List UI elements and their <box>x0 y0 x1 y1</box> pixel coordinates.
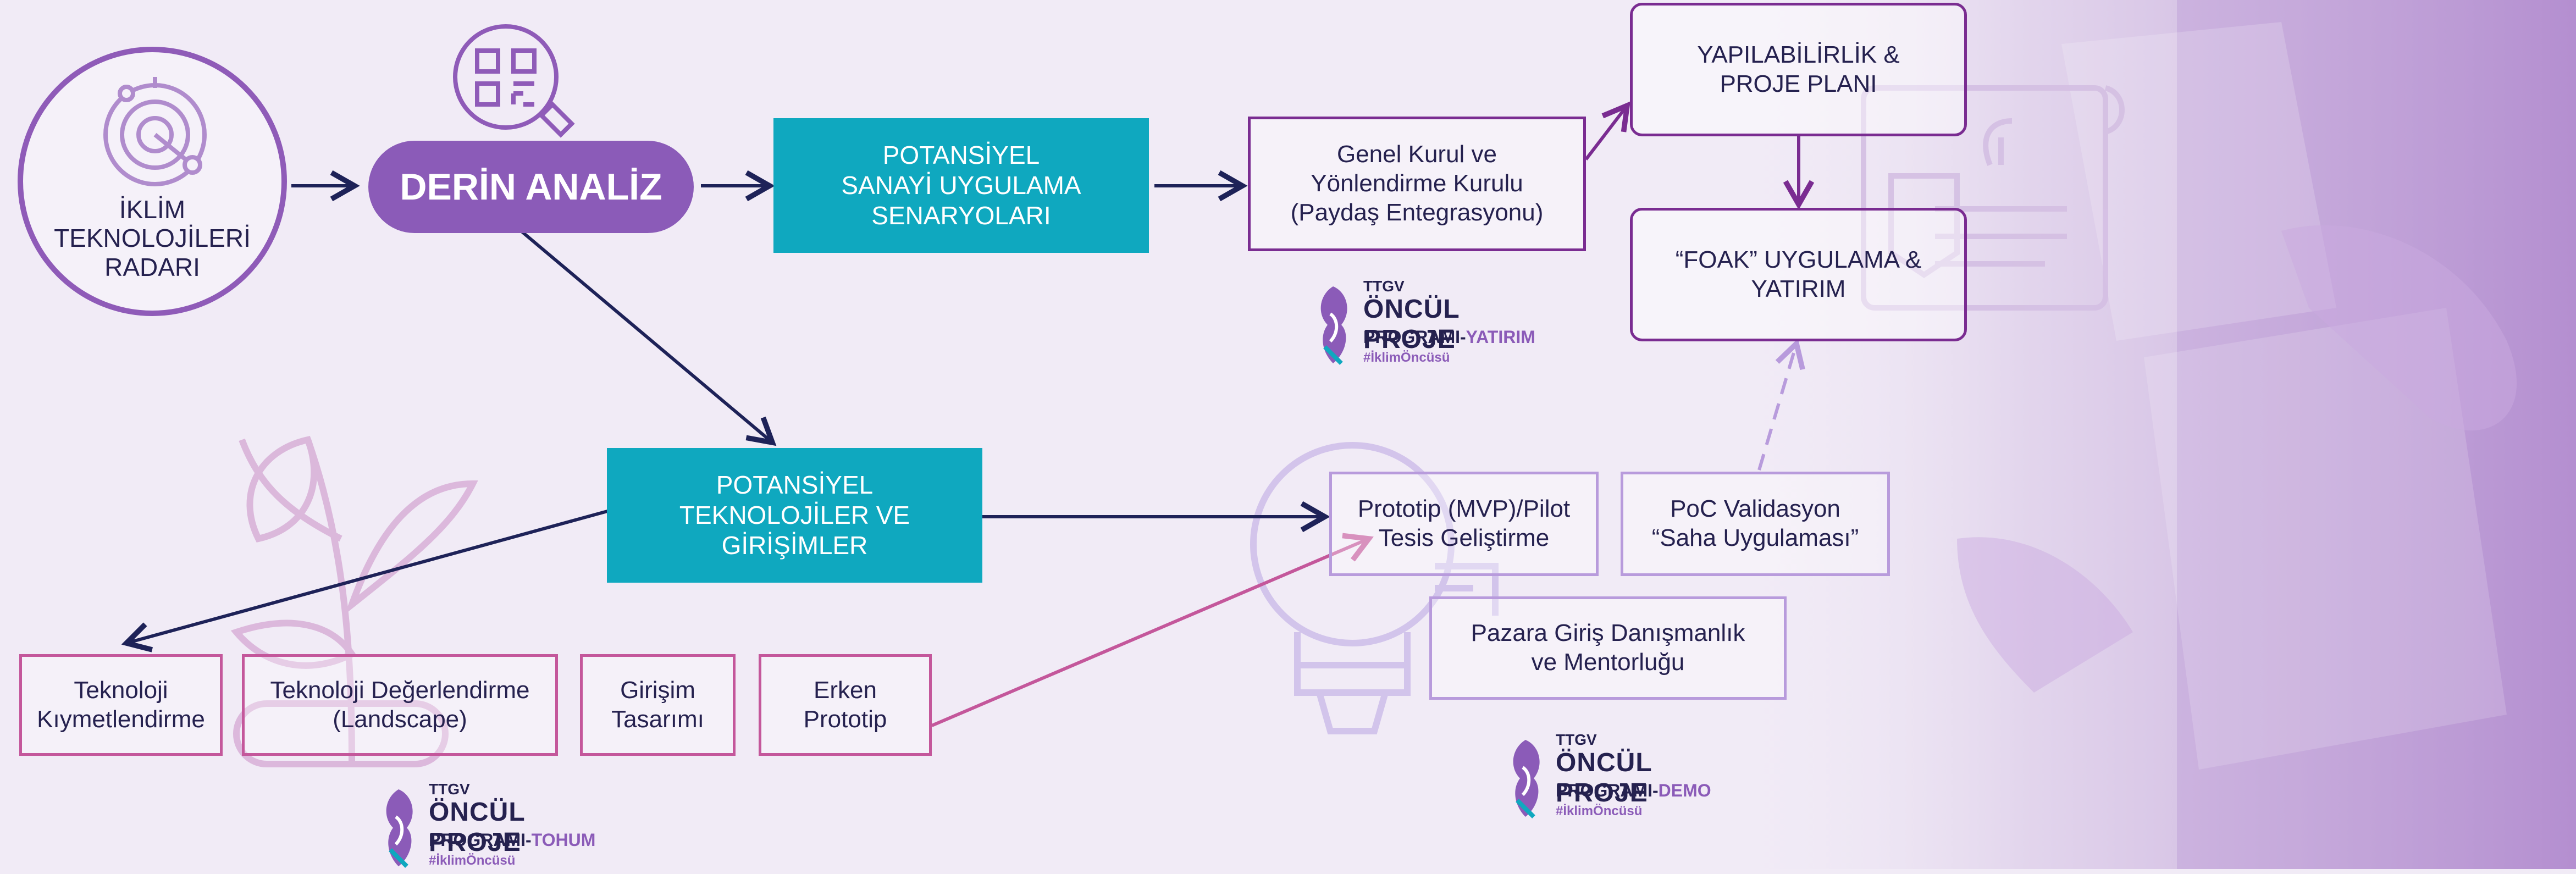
teknolojiler-girisimler-node: POTANSİYEL TEKNOLOJİLER VE GİRİŞİMLER <box>607 448 982 583</box>
genel-kurul-node: Genel Kurul ve Yönlendirme Kurulu (Payda… <box>1248 117 1586 251</box>
arrow-poc-to-foak <box>1757 338 1805 471</box>
logo-mark-icon <box>386 789 413 868</box>
logo-title: ÖNCÜL PROJE <box>429 798 525 857</box>
logo-mark-icon <box>1513 740 1540 818</box>
logo-demo: TTGV ÖNCÜL PROJE PROGRAMI-DEMO #İklimÖnc… <box>1501 731 1743 825</box>
certificate-icon <box>1861 85 2125 311</box>
qr-search-icon <box>453 24 575 138</box>
logo-hashtag: #İklimÖncüsü <box>1363 350 1450 365</box>
logo-program: PROGRAMI-YATIRIM <box>1363 327 1535 347</box>
logo-ttgv: TTGV <box>1556 731 1597 748</box>
arrow-teknolojiler-to-kiymetlendirme <box>121 510 608 652</box>
logo-tohum: TTGV ÖNCÜL PROJE PROGRAMI-TOHUM #İklimÖn… <box>374 781 616 874</box>
arrow-derin-to-teknolojiler <box>521 230 777 446</box>
logo-ttgv: TTGV <box>429 781 470 798</box>
logo-program: PROGRAMI-DEMO <box>1556 781 1711 800</box>
prototip-mvp-node: Prototip (MVP)/Pilot Tesis Geliştirme <box>1329 472 1599 576</box>
lightbulb-icon <box>1250 442 1499 734</box>
girisim-tasarimi-node: Girişim Tasarımı <box>580 654 736 756</box>
sanayi-senaryolari-node: POTANSİYEL SANAYİ UYGULAMA SENARYOLARI <box>773 118 1149 253</box>
arrow-kurul-to-yapilabilirlik <box>1584 101 1630 161</box>
yapilabilirlik-node: YAPILABİLİRLİK & PROJE PLANI <box>1630 3 1967 136</box>
logo-program: PROGRAMI-TOHUM <box>429 830 596 850</box>
background-photo <box>1732 0 2576 869</box>
kiymetlendirme-node: Teknoloji Kıymetlendirme <box>19 654 223 756</box>
pazara-giris-node: Pazara Giriş Danışmanlık ve Mentorluğu <box>1429 596 1787 700</box>
foak-node: “FOAK” UYGULAMA & YATIRIM <box>1630 208 1967 341</box>
logo-title: ÖNCÜL PROJE <box>1556 748 1652 807</box>
logo-mark-icon <box>1320 286 1347 365</box>
connectors <box>121 101 1815 727</box>
radar-label: İKLİM TEKNOLOJİLERİ RADARI <box>54 195 251 281</box>
erken-prototip-node: Erken Prototip <box>759 654 932 756</box>
logo-title: ÖNCÜL PROJE <box>1363 295 1460 354</box>
logo-hashtag: #İklimÖncüsü <box>429 853 516 868</box>
logo-hashtag: #İklimÖncüsü <box>1556 804 1643 818</box>
derin-analiz-node: DERİN ANALİZ <box>368 141 694 233</box>
poc-validasyon-node: PoC Validasyon “Saha Uygulaması” <box>1621 472 1890 576</box>
logo-ttgv: TTGV <box>1363 278 1405 295</box>
logo-yatirim: TTGV ÖNCÜL PROJE PROGRAMI-YATIRIM #İklim… <box>1308 278 1550 371</box>
landscape-node: Teknoloji Değerlendirme (Landscape) <box>242 654 558 756</box>
arrow-erken-to-prototip <box>931 533 1374 727</box>
radar-node <box>18 47 287 316</box>
